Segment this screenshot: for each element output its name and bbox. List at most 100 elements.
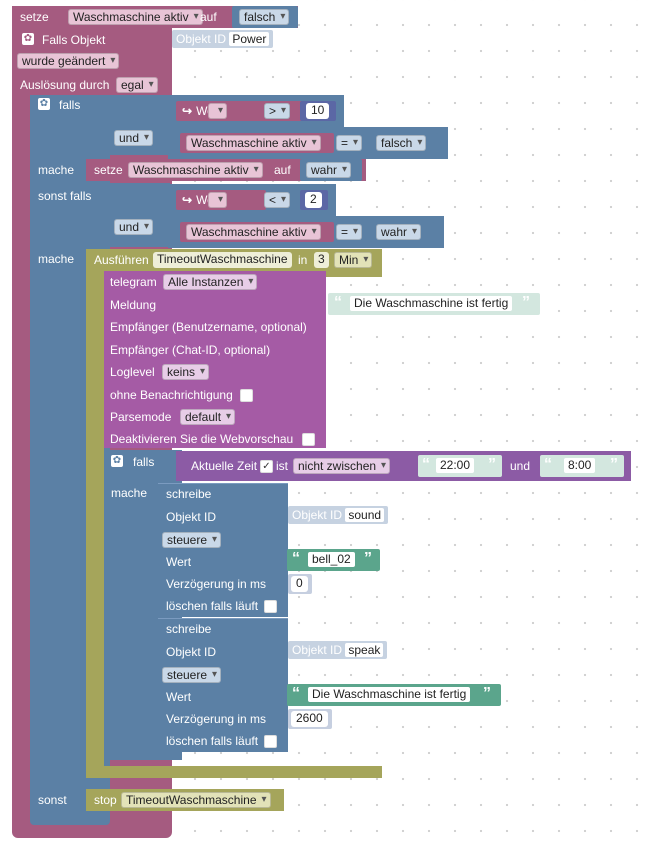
compare-block-4[interactable]: Waschmaschine aktiv = wahr bbox=[168, 216, 444, 248]
timeout-body-bar bbox=[86, 277, 104, 767]
return-arrow-icon: ↪ bbox=[182, 104, 193, 118]
operator-dropdown[interactable]: = bbox=[336, 135, 363, 151]
delay-label: Verzögerung in ms bbox=[166, 577, 267, 591]
variable-dropdown[interactable]: Waschmaschine aktiv bbox=[186, 224, 321, 240]
value-text-block[interactable]: “ bell_02 ” bbox=[287, 549, 380, 571]
value-text-block[interactable]: “ Die Waschmaschine ist fertig ” bbox=[287, 684, 501, 706]
write-block-2[interactable]: schreibe Objekt ID steuere Wert Verzöger… bbox=[158, 618, 288, 752]
delay-value[interactable]: 2600 bbox=[291, 711, 328, 727]
timeout-footer bbox=[86, 766, 382, 778]
loglevel-label: Loglevel bbox=[110, 365, 155, 379]
check-icon[interactable]: ✓ bbox=[260, 460, 273, 473]
value-dropdown-caret[interactable] bbox=[208, 103, 227, 119]
and-dropdown[interactable]: und bbox=[114, 130, 154, 146]
boolean-dropdown[interactable]: wahr bbox=[306, 162, 352, 178]
time-from-value[interactable]: 22:00 bbox=[436, 458, 475, 473]
if-header-extension bbox=[110, 95, 172, 155]
variable-dropdown[interactable]: Waschmaschine aktiv bbox=[68, 9, 203, 25]
delay-number-block[interactable]: 0 bbox=[288, 574, 312, 594]
number-value[interactable]: 10 bbox=[306, 103, 330, 119]
number-block[interactable]: 10 bbox=[300, 101, 336, 121]
compare-block-3[interactable]: ↪Wert < 2 bbox=[168, 184, 336, 216]
delay-label: Verzögerung in ms bbox=[166, 712, 267, 726]
operator-dropdown[interactable]: > bbox=[264, 103, 291, 119]
boolean-block[interactable]: falsch bbox=[370, 133, 438, 153]
stop-timeout-block[interactable]: stop TimeoutWaschmaschine bbox=[86, 789, 284, 811]
object-id-value: Power bbox=[229, 32, 270, 46]
parsemode-dropdown[interactable]: default bbox=[180, 409, 236, 425]
number-block[interactable]: 2 bbox=[300, 190, 328, 210]
telegram-block[interactable]: telegram Alle Instanzen Meldung Empfänge… bbox=[104, 271, 326, 448]
operator-dropdown[interactable]: < bbox=[264, 192, 291, 208]
changed-dropdown[interactable]: wurde geändert bbox=[17, 53, 120, 69]
to-label: auf bbox=[200, 10, 217, 24]
trigger-label: Auslösung durch bbox=[20, 78, 110, 92]
write-block-1[interactable]: schreibe Objekt ID steuere Wert Verzöger… bbox=[158, 483, 288, 617]
gear-icon[interactable]: ✿ bbox=[38, 98, 50, 110]
gear-icon[interactable]: ✿ bbox=[22, 33, 34, 45]
if-label: falls bbox=[133, 455, 155, 469]
set-variable-block[interactable]: setze Waschmaschine aktiv auf wahr bbox=[86, 159, 366, 181]
boolean-dropdown[interactable]: falsch bbox=[376, 135, 427, 151]
loglevel-dropdown[interactable]: keins bbox=[162, 364, 210, 380]
webpreview-label: Deaktivieren Sie die Webvorschau bbox=[110, 432, 294, 446]
variable-get-block[interactable]: Waschmaschine aktiv bbox=[180, 133, 334, 153]
instance-dropdown[interactable]: Alle Instanzen bbox=[163, 274, 258, 290]
variable-dropdown[interactable]: Waschmaschine aktiv bbox=[186, 135, 321, 151]
mode-dropdown[interactable]: steuere bbox=[162, 532, 222, 548]
boolean-dropdown[interactable]: falsch bbox=[239, 9, 290, 25]
else-label: sonst bbox=[38, 793, 67, 807]
do-label: mache bbox=[111, 486, 148, 500]
timeout-name-field[interactable]: TimeoutWaschmaschine bbox=[153, 252, 292, 268]
silent-checkbox[interactable] bbox=[240, 389, 253, 402]
number-value[interactable]: 2 bbox=[305, 192, 322, 208]
variable-dropdown[interactable]: Waschmaschine aktiv bbox=[128, 162, 263, 178]
quote-icon: ” bbox=[610, 456, 618, 473]
variable-get-block[interactable]: Waschmaschine aktiv bbox=[180, 222, 334, 242]
is-label: ist bbox=[276, 459, 288, 473]
unit-dropdown[interactable]: Min bbox=[334, 252, 373, 268]
object-id-field[interactable]: Objekt ID speak bbox=[288, 641, 388, 659]
and-label: und bbox=[510, 459, 531, 473]
object-id-field[interactable]: Objekt ID Power bbox=[172, 30, 274, 48]
compare-block-2[interactable]: Waschmaschine aktiv = falsch bbox=[168, 127, 448, 159]
return-arrow-icon: ↪ bbox=[182, 193, 193, 207]
time-to-value[interactable]: 8:00 bbox=[564, 458, 596, 473]
time-condition-block[interactable]: Aktuelle Zeit ✓ ist nicht zwischen “ 22:… bbox=[176, 451, 631, 481]
boolean-block[interactable]: falsch bbox=[232, 6, 298, 28]
value-text[interactable]: bell_02 bbox=[308, 552, 355, 567]
and-dropdown-2[interactable]: und bbox=[114, 219, 154, 235]
quote-icon: ” bbox=[483, 685, 491, 702]
if-label: falls bbox=[59, 98, 81, 112]
delay-value[interactable]: 0 bbox=[291, 576, 308, 592]
delay-number-block[interactable]: 2600 bbox=[288, 709, 332, 729]
silent-label: ohne Benachrichtigung bbox=[110, 388, 233, 402]
set-variable-block-top[interactable]: setze Waschmaschine aktiv auf falsch bbox=[12, 6, 298, 28]
time-operator-dropdown[interactable]: nicht zwischen bbox=[293, 458, 391, 474]
quote-icon: “ bbox=[422, 456, 430, 473]
value-label: Wert bbox=[166, 690, 192, 704]
boolean-block[interactable]: wahr bbox=[370, 222, 434, 242]
message-text-value[interactable]: Die Waschmaschine ist fertig bbox=[350, 296, 513, 311]
compare-block-1[interactable]: ↪Wert > 10 bbox=[168, 95, 344, 127]
gear-icon[interactable]: ✿ bbox=[111, 455, 123, 467]
message-text-shadow[interactable]: “ Die Waschmaschine ist fertig ” bbox=[328, 293, 540, 315]
operator-dropdown[interactable]: = bbox=[336, 224, 363, 240]
timeout-number-field[interactable]: 3 bbox=[314, 252, 329, 268]
clear-checkbox[interactable] bbox=[264, 735, 277, 748]
clear-checkbox[interactable] bbox=[264, 600, 277, 613]
time-to-field[interactable]: “ 8:00 ” bbox=[540, 455, 624, 477]
value-text[interactable]: Die Waschmaschine ist fertig bbox=[308, 687, 471, 702]
trigger-dropdown[interactable]: egal bbox=[116, 77, 158, 93]
current-time-label: Aktuelle Zeit bbox=[191, 459, 258, 473]
timeout-name-dropdown[interactable]: TimeoutWaschmaschine bbox=[121, 792, 271, 808]
object-id-field[interactable]: Objekt ID sound bbox=[288, 506, 389, 524]
webpreview-checkbox[interactable] bbox=[302, 433, 315, 446]
clear-label: löschen falls läuft bbox=[166, 734, 259, 748]
value-dropdown-caret[interactable] bbox=[208, 192, 227, 208]
time-from-field[interactable]: “ 22:00 ” bbox=[418, 455, 502, 477]
changed-dropdown-wrap: wurde geändert bbox=[17, 53, 120, 69]
boolean-dropdown[interactable]: wahr bbox=[376, 224, 422, 240]
mode-dropdown[interactable]: steuere bbox=[162, 667, 222, 683]
boolean-block[interactable]: wahr bbox=[300, 159, 362, 181]
